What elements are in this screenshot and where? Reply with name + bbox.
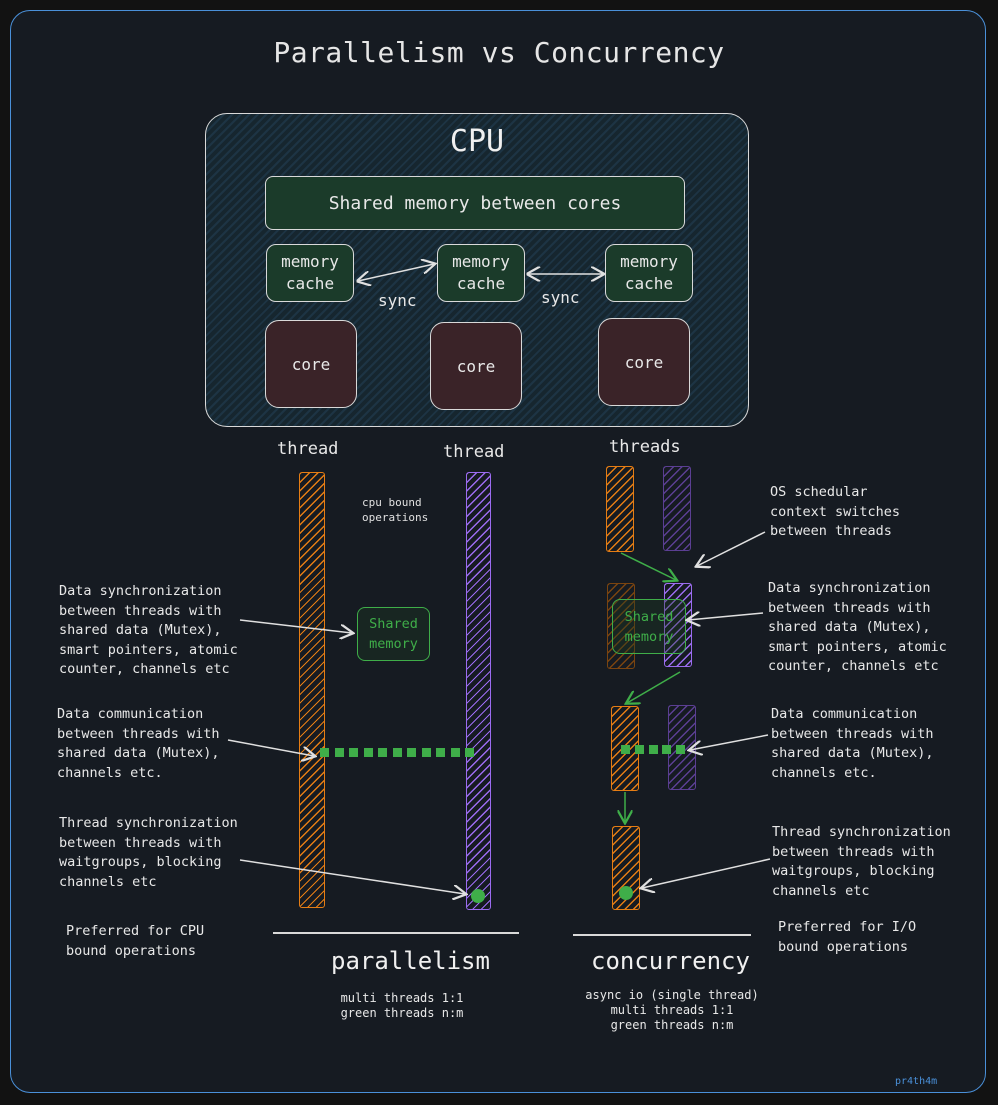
concurrent-os-note: OS schedular context switches between th… [770, 484, 901, 539]
arrow-switch-1 [620, 552, 676, 580]
memory-cache-2: memory cache [437, 244, 525, 302]
arrow-concurrent-sync [688, 613, 764, 620]
concurrency-subtitle: async io (single thread) multi threads 1… [585, 988, 759, 1032]
core-3: core [598, 318, 690, 406]
memory-cache-3: memory cache [605, 244, 693, 302]
thread-label-middle: thread [443, 442, 505, 462]
concurrent-rule [573, 934, 751, 936]
concurrency-title: concurrency [591, 947, 750, 975]
parallel-rule [273, 932, 519, 934]
arrow-parallel-thread-sync [239, 859, 465, 894]
arrow-parallel-comm [227, 739, 314, 756]
diagram-title: Parallelism vs Concurrency [273, 36, 725, 69]
parallel-sync-dot [471, 889, 485, 903]
sync-arrow-1 [358, 264, 434, 281]
concurrent-note-data-sync: Data synchronization between threads wit… [768, 580, 947, 674]
concurrent-thread-bar-3 [607, 583, 635, 669]
thread-label-left: thread [277, 439, 339, 459]
parallelism-title: parallelism [331, 947, 490, 975]
concurrent-note-data-comm: Data communication between threads with … [771, 706, 934, 781]
parallel-thread-bar-purple [466, 472, 491, 910]
parallel-preferred-note: Preferred for CPU bound operations [66, 923, 205, 959]
concurrent-preferred-note: Preferred for I/O bound operations [778, 919, 917, 955]
concurrent-thread-bar-2 [663, 466, 691, 551]
sync-label-2: sync [541, 288, 580, 307]
parallelism-subtitle: multi threads 1:1 green threads n:m [340, 991, 464, 1020]
cpu-label: CPU [449, 124, 505, 159]
concurrent-thread-bar-1 [606, 466, 634, 552]
parallel-note-thread-sync: Thread synchronization between threads w… [59, 815, 238, 890]
sync-label-1: sync [378, 291, 417, 310]
core-1: core [265, 320, 357, 408]
author-credit: pr4th4m [895, 1076, 938, 1087]
arrow-concurrent-thread-sync [642, 858, 771, 888]
threads-label-right: threads [609, 437, 681, 457]
arrow-os-scheduler [697, 531, 766, 566]
arrow-switch-2 [627, 671, 681, 703]
memory-cache-1: memory cache [266, 244, 354, 302]
concurrent-note-thread-sync: Thread synchronization between threads w… [772, 824, 951, 899]
arrow-concurrent-comm [690, 734, 769, 750]
arrow-parallel-sync [239, 619, 352, 633]
concurrent-shared-memory: Shared memory [612, 599, 686, 654]
concurrent-sync-dot [619, 886, 633, 900]
parallel-communication-line [320, 748, 474, 760]
parallel-note-data-comm: Data communication between threads with … [57, 706, 220, 781]
concurrent-communication-line [621, 745, 685, 755]
core-2: core [430, 322, 522, 410]
parallel-thread-bar-orange [299, 472, 325, 908]
shared-memory-between-cores: Shared memory between cores [265, 176, 685, 230]
cpu-bound-note: cpu bound operations [362, 496, 429, 524]
parallel-shared-memory: Shared memory [357, 607, 430, 661]
parallel-note-data-sync: Data synchronization between threads wit… [59, 583, 238, 677]
